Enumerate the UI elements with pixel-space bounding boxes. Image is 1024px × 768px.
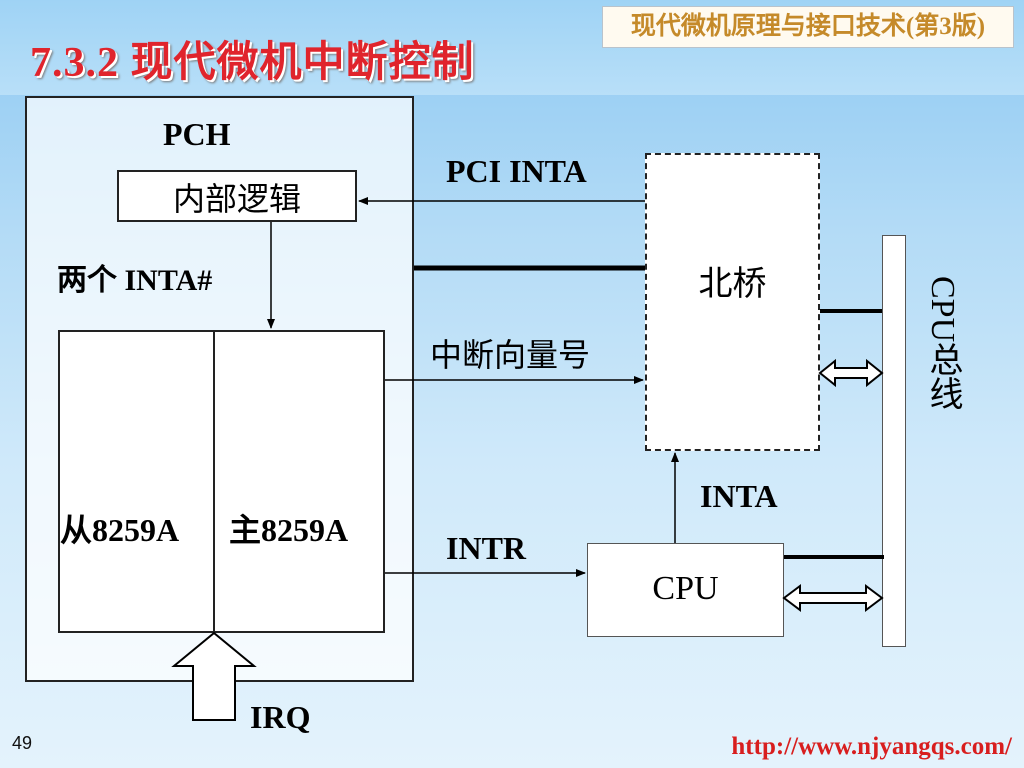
pci-inta-label: PCI INTA — [446, 153, 587, 189]
cpu-bus-label: CPU总线 — [924, 276, 961, 411]
irq-arrow — [171, 631, 257, 721]
cpu-bus-double-arrow — [782, 584, 884, 612]
intr-label: INTR — [446, 530, 527, 566]
north-bridge-label: 北桥 — [698, 266, 767, 303]
cpu-bus-bar — [882, 235, 906, 647]
vector-number-label: 中断向量号 — [430, 337, 591, 373]
internal-logic-label: 内部逻辑 — [172, 181, 301, 217]
cpu-block — [587, 543, 784, 637]
inta-label: INTA — [700, 478, 778, 514]
footer-url-link[interactable]: http://www.njyangqs.com/ — [731, 733, 1012, 760]
irq-label: IRQ — [250, 699, 311, 735]
slide-title: 7.3.2 现代微机中断控制 — [30, 40, 475, 86]
internal-logic-block — [117, 170, 357, 222]
northbridge-bus-double-arrow — [818, 358, 884, 388]
book-title-label: 现代微机原理与接口技术(第3版) — [602, 6, 1014, 48]
master-8259a-label: 主8259A — [229, 512, 349, 548]
north-bridge-block — [645, 153, 820, 451]
page-number: 49 — [12, 733, 33, 753]
pic-divider — [213, 331, 215, 632]
pch-label: PCH — [163, 116, 231, 152]
slave-8259a-label: 从8259A — [60, 512, 180, 548]
pic-8259a-block — [58, 330, 385, 633]
two-inta-label: 两个 INTA# — [57, 264, 213, 297]
cpu-label: CPU — [652, 570, 719, 607]
